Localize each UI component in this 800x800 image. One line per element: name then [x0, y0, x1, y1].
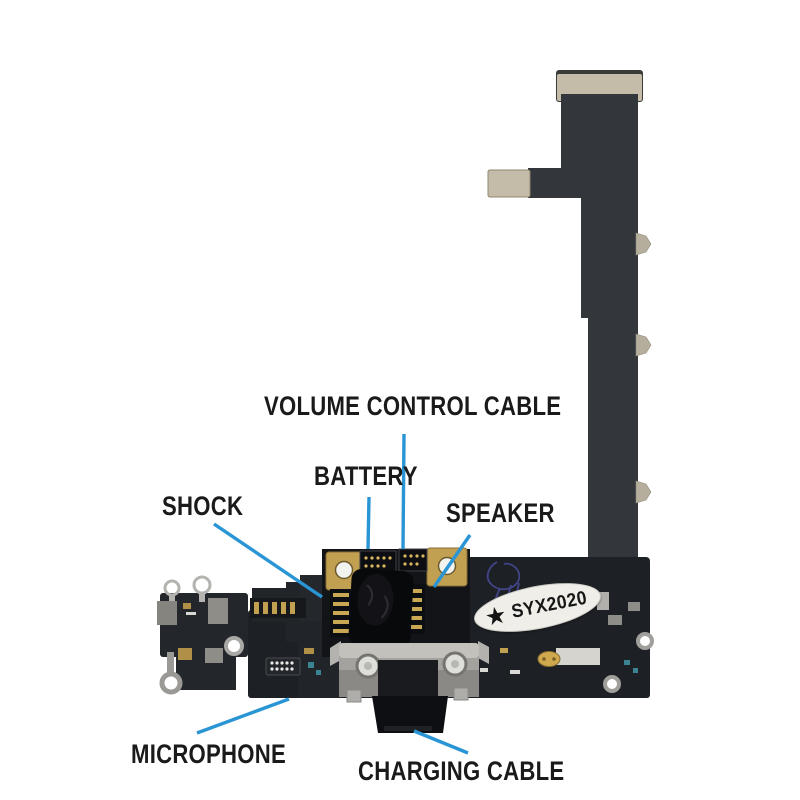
label-charging-cable: CHARGING CABLE	[358, 756, 565, 786]
wire-loop	[636, 632, 654, 650]
label-battery: BATTERY	[314, 461, 418, 491]
hanging-ring	[159, 671, 183, 695]
wire-loop	[192, 575, 212, 595]
adhesive-tab	[635, 333, 652, 357]
star-icon: ★	[482, 599, 509, 632]
branch-connector-end	[487, 169, 531, 198]
wire-loop	[603, 675, 621, 693]
top-ribbon-cable	[487, 70, 652, 568]
microphone-connector	[265, 657, 301, 676]
adhesive-tab	[635, 232, 652, 256]
lightning-connector	[372, 696, 448, 733]
left-antenna-module	[157, 575, 248, 695]
center-board	[322, 547, 470, 657]
battery-pointer-line	[366, 496, 371, 550]
volume-pointer-line	[401, 433, 406, 550]
wire-loop	[163, 579, 181, 597]
label-speaker: SPEAKER	[446, 498, 555, 528]
label-shock: SHOCK	[162, 491, 244, 521]
antenna-strip	[556, 648, 600, 665]
sticker-text: SYX2020	[509, 587, 589, 623]
charging-pointer-line	[413, 729, 469, 755]
shock-pointer-line	[213, 522, 323, 599]
speaker-pointer-line	[432, 534, 472, 588]
gold-contact	[537, 651, 561, 667]
screw-hole	[334, 560, 354, 580]
adhesive-tab	[635, 480, 652, 504]
label-microphone: MICROPHONE	[131, 739, 286, 769]
label-volume-control-cable: VOLUME CONTROL CABLE	[264, 391, 562, 421]
wire-loop	[224, 636, 244, 656]
microphone-pointer-line	[196, 697, 290, 735]
pointer-lines	[196, 433, 472, 755]
charging-port	[330, 641, 489, 733]
